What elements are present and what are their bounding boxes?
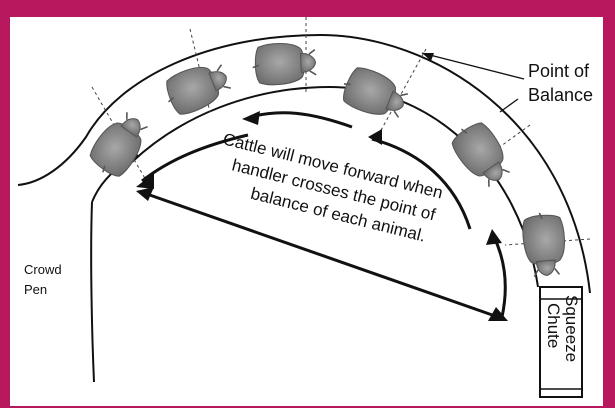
pen-label: Pen	[24, 282, 47, 297]
cattle-icon	[252, 42, 317, 86]
chute-label: Chute	[544, 303, 563, 348]
point-of-balance-callout: Point of Balance	[422, 53, 593, 112]
cattle-icon	[160, 57, 234, 119]
cattle-icon	[521, 211, 567, 277]
cattle-icon	[446, 116, 516, 191]
point-of-balance-label-line2: Balance	[528, 85, 593, 105]
squeeze-label: Squeeze	[562, 295, 581, 362]
cattle-icon	[337, 63, 411, 125]
cattle-icon	[84, 108, 154, 183]
point-of-balance-label-line1: Point of	[528, 61, 590, 81]
crowd-pen-floor-line	[91, 202, 94, 382]
cattle-handling-diagram: Squeeze Chute	[10, 17, 603, 406]
squeeze-chute: Squeeze Chute	[540, 287, 582, 397]
crowd-label: Crowd	[24, 262, 62, 277]
diagram-panel: Squeeze Chute	[10, 17, 603, 406]
